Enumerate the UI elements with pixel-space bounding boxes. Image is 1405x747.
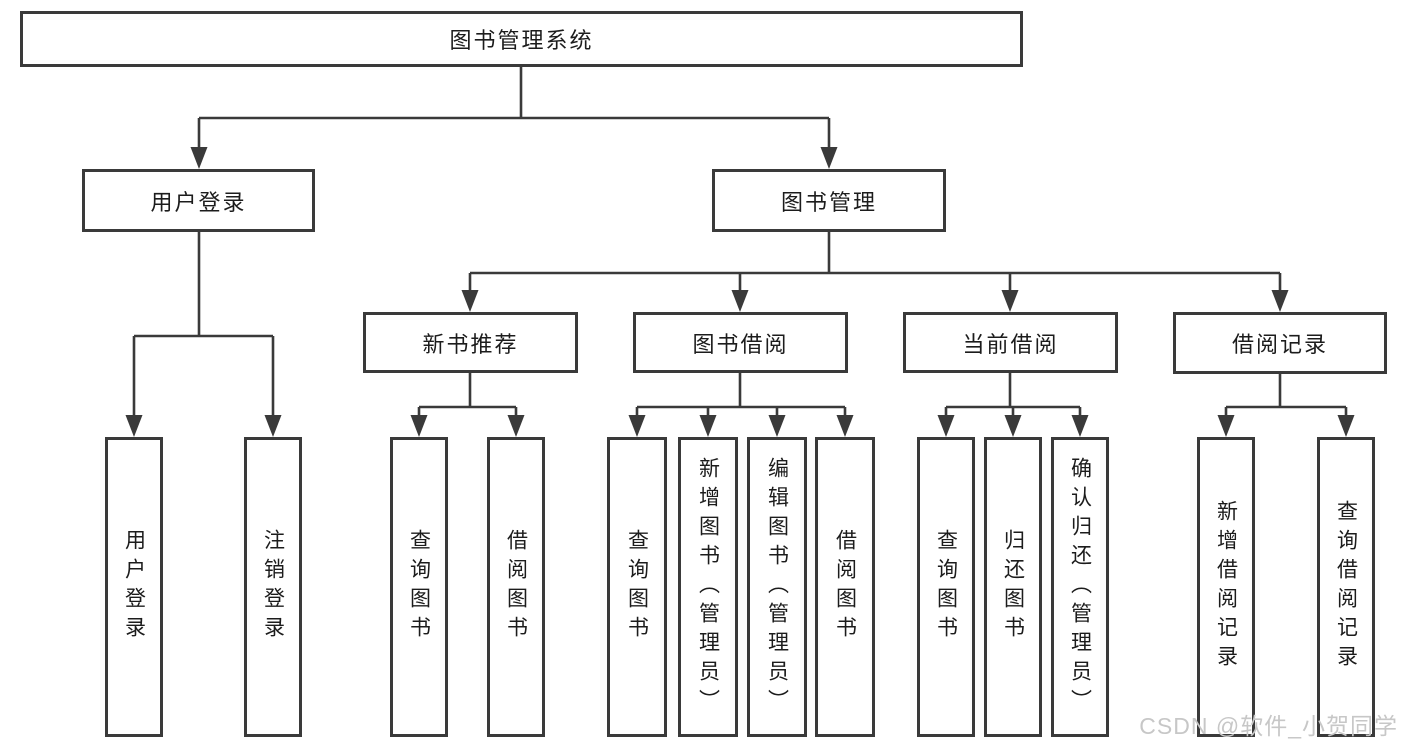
node-label: 编辑图书（管理员）	[765, 456, 789, 718]
node-label: 注销登录	[261, 529, 285, 645]
arrow-down-icon	[461, 290, 479, 312]
leaf-logout: 注销登录	[244, 437, 302, 737]
leaf-user-login: 用户登录	[105, 437, 163, 737]
leaf-edit-books-admin: 编辑图书（管理员）	[747, 437, 807, 737]
arrow-down-icon	[125, 415, 143, 437]
arrow-down-icon	[1071, 415, 1089, 437]
connector-borrowing-records-to-leaves	[1217, 374, 1355, 437]
arrow-down-icon	[507, 415, 525, 437]
arrow-down-icon	[1001, 290, 1019, 312]
node-label: 查询借阅记录	[1334, 500, 1358, 674]
connector-book-management-to-level3	[461, 232, 1289, 312]
arrow-down-icon	[699, 415, 717, 437]
csdn-watermark: CSDN @软件_小贺同学	[1139, 713, 1398, 739]
connector-root-to-level2	[190, 67, 838, 169]
arrow-down-icon	[836, 415, 854, 437]
arrow-down-icon	[410, 415, 428, 437]
arrow-down-icon	[820, 147, 838, 169]
leaf-borrow-books-recommend: 借阅图书	[487, 437, 545, 737]
node-label: 借阅图书	[504, 529, 528, 645]
leaf-add-books-admin: 新增图书（管理员）	[678, 437, 738, 737]
node-label: 查询图书	[625, 529, 649, 645]
connector-user-login-to-leaves	[125, 232, 282, 437]
node-label: 借阅图书	[833, 529, 857, 645]
node-current-borrowing: 当前借阅	[903, 312, 1118, 373]
arrow-down-icon	[1004, 415, 1022, 437]
node-label: 新增借阅记录	[1214, 500, 1238, 674]
leaf-return-books: 归还图书	[984, 437, 1042, 737]
node-new-book-recommend: 新书推荐	[363, 312, 578, 373]
arrow-down-icon	[628, 415, 646, 437]
arrow-down-icon	[768, 415, 786, 437]
node-book-borrowing: 图书借阅	[633, 312, 848, 373]
node-label: 借阅记录	[1231, 332, 1328, 357]
arrow-down-icon	[190, 147, 208, 169]
connector-new-book-recommend-to-leaves	[410, 373, 525, 437]
node-book-management: 图书管理	[712, 169, 946, 232]
arrow-down-icon	[937, 415, 955, 437]
leaf-query-books-recommend: 查询图书	[390, 437, 448, 737]
arrow-down-icon	[1217, 415, 1235, 437]
arrow-down-icon	[1337, 415, 1355, 437]
arrow-down-icon	[731, 290, 749, 312]
leaf-confirm-return-admin: 确认归还（管理员）	[1051, 437, 1109, 737]
node-label: 用户登录	[122, 529, 146, 645]
leaf-add-borrow-record: 新增借阅记录	[1197, 437, 1255, 737]
leaf-query-books-current: 查询图书	[917, 437, 975, 737]
node-label: 图书管理系统	[449, 28, 594, 53]
node-label: 新增图书（管理员）	[696, 456, 720, 718]
leaf-borrow-books-borrowing: 借阅图书	[815, 437, 875, 737]
node-label: 图书借阅	[692, 331, 789, 357]
arrow-down-icon	[1271, 290, 1289, 312]
node-label: 查询图书	[934, 529, 958, 645]
node-user-login: 用户登录	[82, 169, 315, 232]
node-label: 图书管理	[780, 189, 877, 215]
leaf-query-books-borrowing: 查询图书	[607, 437, 667, 737]
node-label: 归还图书	[1001, 529, 1025, 645]
node-label: 新书推荐	[422, 331, 519, 357]
node-label: 用户登录	[150, 189, 247, 215]
connector-current-borrowing-to-leaves	[937, 373, 1089, 437]
node-label: 当前借阅	[962, 331, 1059, 357]
leaf-query-borrow-record: 查询借阅记录	[1317, 437, 1375, 737]
node-library-management-system: 图书管理系统	[20, 11, 1023, 67]
node-label: 确认归还（管理员）	[1068, 456, 1092, 718]
arrow-down-icon	[264, 415, 282, 437]
node-label: 查询图书	[407, 529, 431, 645]
node-borrowing-records: 借阅记录	[1173, 312, 1387, 374]
connector-book-borrowing-to-leaves	[628, 373, 854, 437]
